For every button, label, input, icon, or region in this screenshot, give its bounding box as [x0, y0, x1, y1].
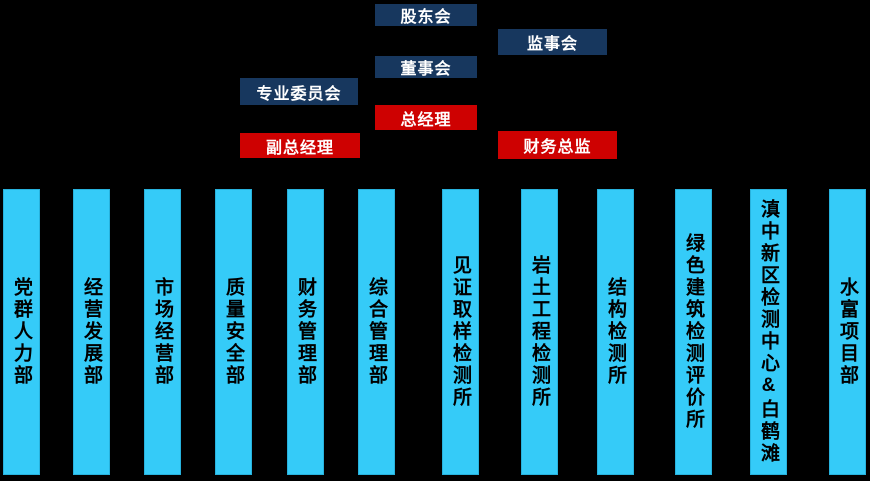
department-label: 党群人力部 [11, 277, 32, 387]
department-label: 结构检测所 [605, 277, 626, 387]
org-box-label: 董事会 [400, 61, 452, 78]
org-box-supervisory-board: 监事会 [498, 29, 607, 55]
org-box-finance-director: 财务总监 [498, 131, 617, 159]
department-column-shuifu-project: 水富项目部 [829, 189, 866, 475]
department-column-general-management: 综合管理部 [358, 189, 395, 475]
org-box-label: 专业委员会 [256, 85, 342, 103]
department-label: 岩土工程检测所 [529, 255, 550, 409]
org-box-professional-committee: 专业委员会 [240, 78, 358, 105]
org-box-label: 股东会 [400, 9, 452, 26]
department-column-geotechnical-testing: 岩土工程检测所 [521, 189, 558, 475]
department-column-structure-testing: 结构检测所 [597, 189, 634, 475]
department-column-dianzhong-baihetan-center: 滇中新区检测中心&白鹤滩 [750, 189, 787, 475]
department-label: 财务管理部 [295, 277, 316, 387]
org-box-general-manager: 总经理 [375, 105, 477, 130]
department-label: 水富项目部 [837, 277, 858, 387]
department-column-quality-safety: 质量安全部 [215, 189, 252, 475]
department-label: 绿色建筑检测评价所 [683, 233, 704, 431]
org-box-deputy-general-manager: 副总经理 [240, 133, 360, 158]
department-column-market-operation: 市场经营部 [144, 189, 181, 475]
org-box-label: 监事会 [526, 36, 578, 53]
org-box-label: 财务总监 [523, 139, 592, 156]
department-column-business-development: 经营发展部 [73, 189, 110, 475]
org-box-label: 总经理 [400, 111, 452, 129]
department-column-finance-management: 财务管理部 [287, 189, 324, 475]
org-box-shareholders-meeting: 股东会 [375, 4, 477, 26]
department-label: 质量安全部 [223, 277, 244, 387]
department-label: 市场经营部 [152, 277, 173, 387]
org-box-label: 副总经理 [265, 139, 334, 157]
department-column-green-building-evaluation: 绿色建筑检测评价所 [675, 189, 712, 475]
department-column-party-hr: 党群人力部 [3, 189, 40, 475]
department-label: 综合管理部 [366, 277, 387, 387]
department-label: 见证取样检测所 [450, 255, 471, 409]
org-box-board-of-directors: 董事会 [375, 56, 477, 78]
department-label: 经营发展部 [81, 277, 102, 387]
department-column-witness-sampling-testing: 见证取样检测所 [442, 189, 479, 475]
department-label: 滇中新区检测中心&白鹤滩 [758, 199, 779, 465]
